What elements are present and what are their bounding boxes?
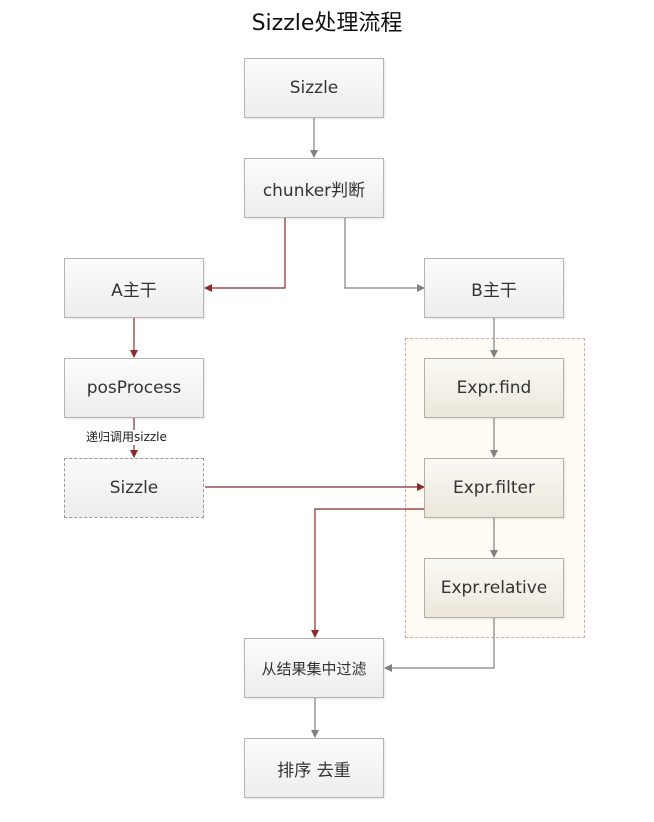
node-sort-dedupe: 排序 去重 (244, 738, 384, 798)
node-expr-relative: Expr.relative (424, 558, 564, 618)
node-sizzle-recursive: Sizzle (64, 458, 204, 518)
node-sizzle-entry: Sizzle (244, 58, 384, 118)
edge-relative-to-results (384, 618, 495, 672)
node-chunker: chunker判断 (244, 158, 384, 218)
node-posprocess: posProcess (64, 358, 204, 418)
node-expr-filter: Expr.filter (424, 458, 564, 518)
edge-filter-to-results (311, 508, 424, 638)
diagram-title: Sizzle处理流程 (251, 11, 403, 36)
node-expr-find: Expr.find (424, 358, 564, 418)
node-filter-from-results: 从结果集中过滤 (244, 638, 384, 698)
edge-label-recursive-call: 递归调用sizzle (85, 430, 168, 445)
node-a-main: A主干 (64, 258, 204, 318)
edge-chunker-to-b-main (344, 218, 425, 292)
edge-chunker-to-a-main (204, 218, 286, 292)
node-b-main: B主干 (424, 258, 564, 318)
